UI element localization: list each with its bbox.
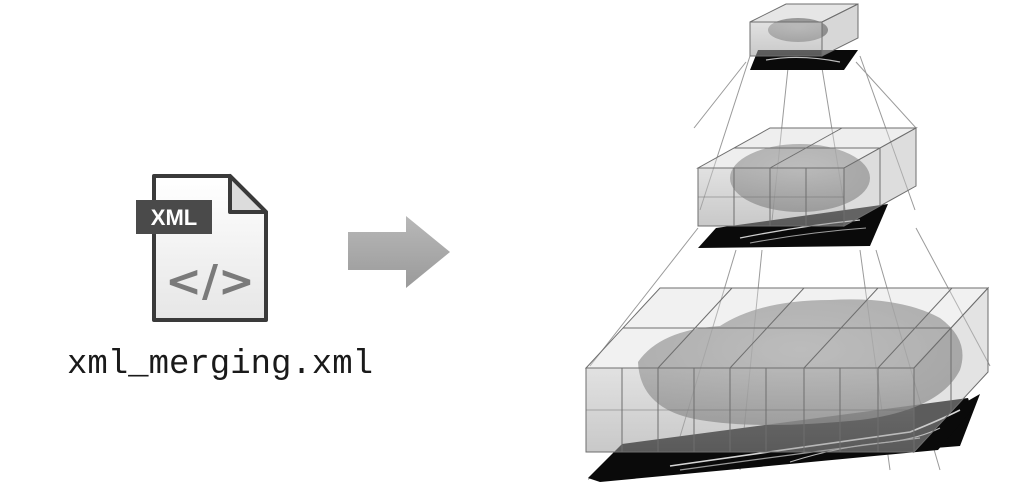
pyramid-level-2: [696, 127, 918, 248]
code-glyph-icon: </>: [165, 256, 255, 307]
xml-badge: [136, 200, 212, 234]
pyramid-level-1: [749, 3, 859, 70]
resolution-pyramid: [584, 3, 991, 482]
file-name-label: xml_merging.xml: [66, 346, 374, 384]
pyramid-level-3: [584, 286, 990, 482]
xml-badge-label: XML: [151, 205, 197, 230]
right-arrow-icon: [348, 216, 450, 288]
xml-file-icon: XML </>: [136, 174, 268, 322]
